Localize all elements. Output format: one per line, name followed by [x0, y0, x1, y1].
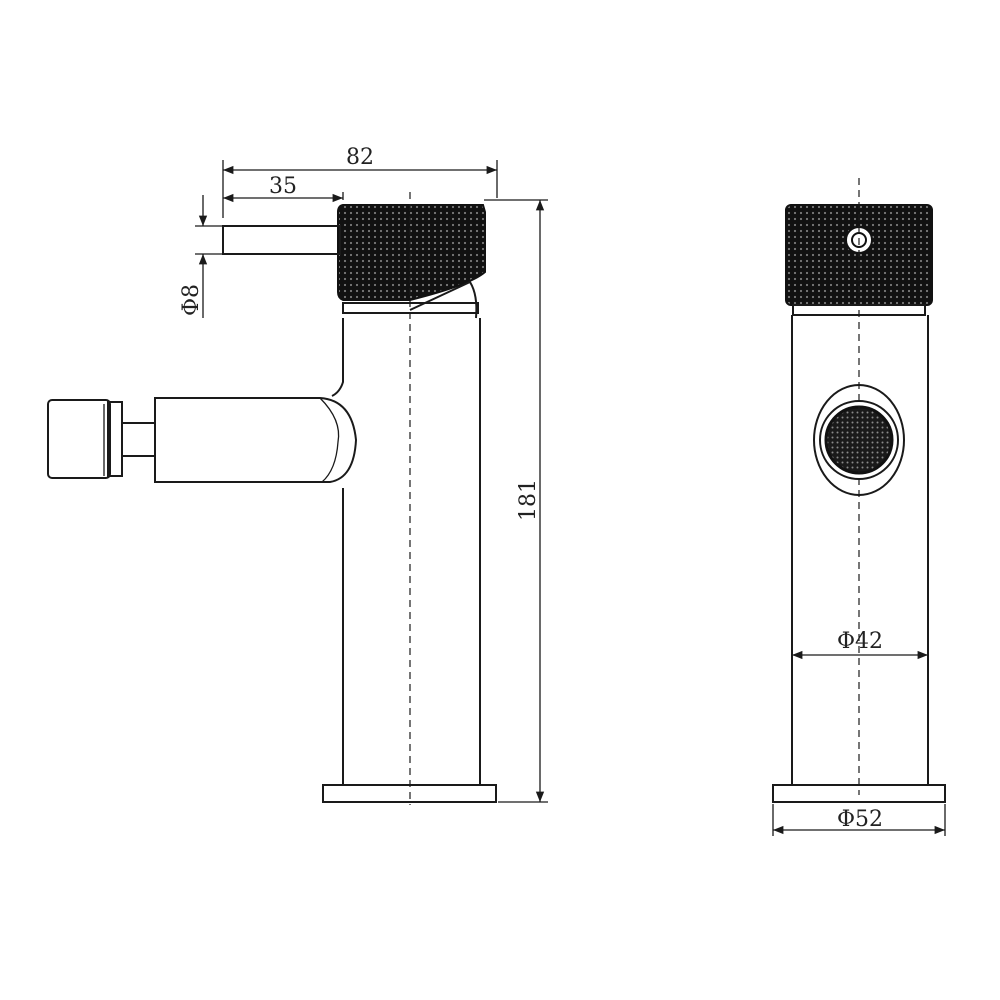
dim-lever-length: 35 [269, 174, 297, 199]
dim-base-diameter: Φ52 [837, 807, 883, 832]
side-spout-inner-curve [319, 397, 340, 483]
side-connector [121, 422, 156, 457]
side-lever [222, 225, 341, 255]
side-body [331, 318, 481, 785]
front-dimensions: Φ42 Φ52 [772, 629, 946, 836]
dim-lever-diameter: Φ8 [179, 284, 204, 316]
dim-body-diameter: Φ42 [837, 629, 883, 654]
side-view [47, 192, 497, 805]
side-spout-arm [154, 397, 358, 483]
side-dimensions: 82 35 Φ8 181 [179, 145, 548, 803]
dim-overall-depth: 82 [346, 145, 374, 170]
dim-height: 181 [516, 479, 541, 521]
side-nozzle-ring [107, 401, 123, 477]
side-nozzle-head [47, 399, 111, 479]
front-view [772, 178, 946, 803]
front-aerator-mesh [824, 405, 894, 475]
side-handle-knurl [337, 204, 486, 301]
